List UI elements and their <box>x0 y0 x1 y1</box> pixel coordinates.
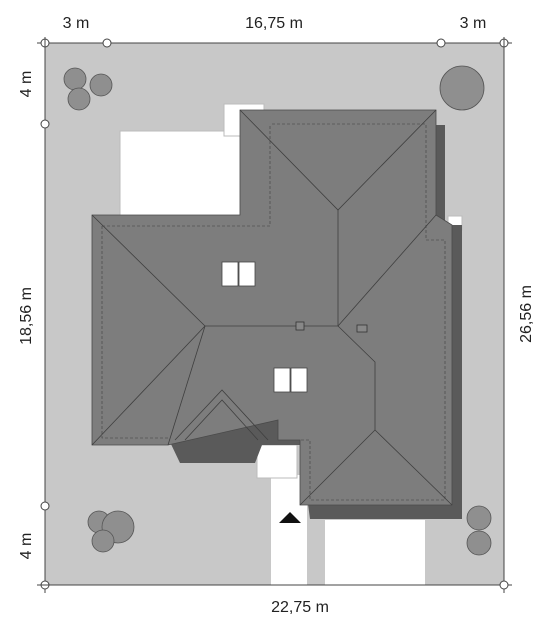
dormer-gable-inner <box>184 399 259 441</box>
dim-node <box>102 38 112 48</box>
roof-hip-south <box>299 429 376 506</box>
dormer-gable <box>174 389 269 441</box>
dim-label-top-right: 3 m <box>460 15 487 32</box>
wall-outline-south <box>101 226 168 439</box>
terrace <box>119 130 241 220</box>
tree-icon <box>466 505 492 556</box>
wall-outline-west <box>102 124 271 227</box>
dim-label-left-lower: 4 m <box>18 533 35 560</box>
dim-label-bottom: 22,75 m <box>271 599 329 616</box>
roof-valley-gable <box>167 325 206 446</box>
dim-label-top-left: 3 m <box>63 15 90 32</box>
roof-hip-east <box>337 214 437 327</box>
dim-node <box>499 580 509 590</box>
tree-icon <box>87 510 135 553</box>
skylight-icon <box>273 367 308 393</box>
chimney <box>295 321 305 331</box>
roof-hip-southeast <box>337 325 453 506</box>
entrance-arrow-icon <box>279 512 301 523</box>
dim-label-top-center: 16,75 m <box>245 15 303 32</box>
tree-icon <box>439 65 485 111</box>
dim-node <box>436 38 446 48</box>
roof-main-north <box>91 109 453 506</box>
entrance-step <box>256 444 298 479</box>
chimney <box>356 324 368 333</box>
dim-label-left-middle: 18,56 m <box>18 287 35 345</box>
dim-node <box>40 119 50 129</box>
skylight-icon <box>221 261 256 287</box>
dim-node <box>40 501 50 511</box>
driveway-strip <box>325 520 425 585</box>
tree-icon <box>63 67 113 111</box>
dim-label-left-upper: 4 m <box>18 71 35 98</box>
dim-label-right: 26,56 m <box>518 285 535 343</box>
